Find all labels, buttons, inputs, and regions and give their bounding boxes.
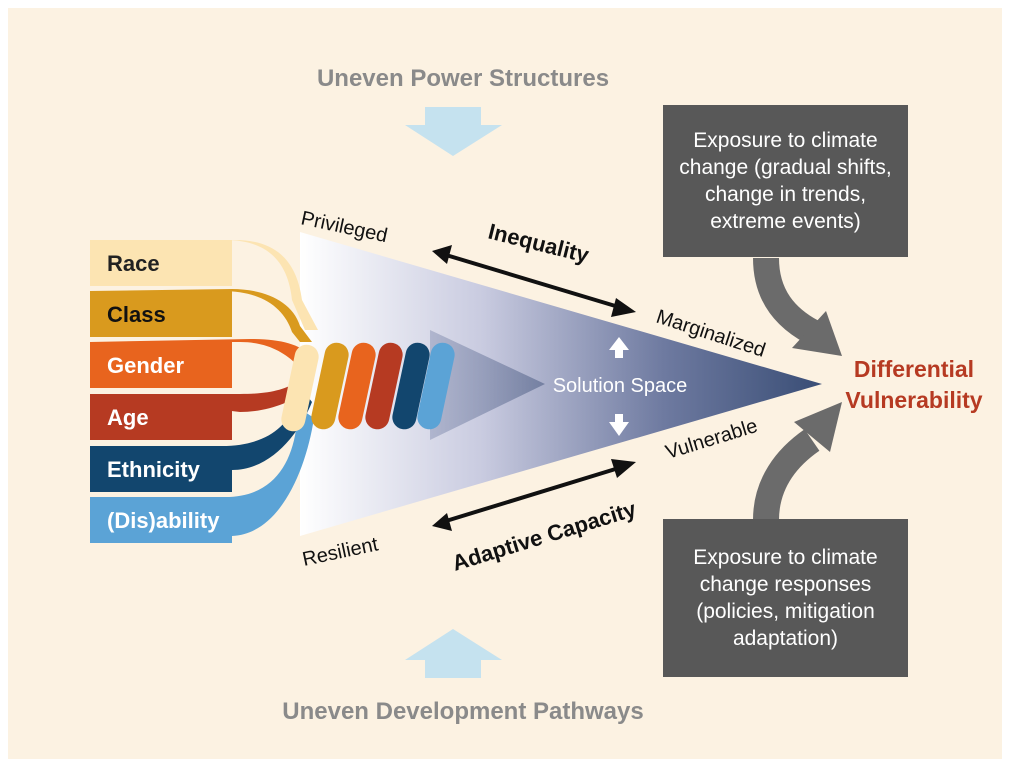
- rope-strand-race: [281, 344, 319, 432]
- solution-cone: [300, 232, 822, 536]
- up-arrow-icon: [609, 337, 629, 358]
- age-box: [90, 394, 232, 440]
- differential-label: Differential: [854, 356, 974, 382]
- disability-box: [90, 497, 232, 543]
- exposure-top-line-2: change (gradual shifts,: [679, 156, 892, 179]
- exposure-bottom-line-1: Exposure to climate: [693, 546, 878, 569]
- rope: [281, 342, 455, 432]
- age-label: Age: [107, 405, 149, 430]
- bottom-curved-arrowhead: [794, 402, 842, 452]
- resilient-label: Resilient: [300, 533, 380, 571]
- strand-labels: Race Class Gender Age Ethnicity (Dis)abi…: [90, 240, 232, 543]
- race-box: [90, 240, 232, 286]
- exposure-bottom-line-2: change responses: [699, 573, 872, 596]
- exposure-top-line-3: change in trends,: [704, 183, 867, 206]
- rope-strand-ethnicity: [392, 342, 430, 430]
- inequality-label: Inequality: [486, 219, 592, 268]
- adaptive-capacity-arrow: [432, 459, 636, 531]
- class-box: [90, 291, 232, 337]
- bottom-label: Uneven Development Pathways: [282, 698, 643, 725]
- gender-label: Gender: [107, 353, 184, 378]
- vulnerability-label: Vulnerability: [845, 387, 982, 413]
- rope-strand-age: [365, 342, 403, 430]
- disability-label: (Dis)ability: [107, 508, 220, 533]
- gender-box: [90, 342, 232, 388]
- inequality-arrow: [432, 245, 636, 317]
- ethnicity-label: Ethnicity: [107, 457, 201, 482]
- exposure-top-line-4: extreme events): [710, 210, 861, 233]
- exposure-bottom-line-4: adaptation): [732, 627, 839, 650]
- top-label: Uneven Power Structures: [317, 65, 609, 92]
- ethnicity-box: [90, 446, 232, 492]
- race-label: Race: [107, 251, 160, 276]
- top-pressure-arrow: [405, 107, 502, 156]
- exposure-responses-box: Exposure to climate change responses (po…: [663, 519, 908, 677]
- top-curved-arrow: [753, 257, 819, 344]
- bottom-curved-arrow: [753, 429, 820, 521]
- exposure-climate-change-box: Exposure to climate change (gradual shif…: [663, 105, 908, 257]
- rope-strand-disability: [417, 342, 455, 430]
- exposure-bottom-line-3: (policies, mitigation: [696, 600, 875, 623]
- solution-space-label: Solution Space: [553, 375, 688, 397]
- bottom-pressure-arrow: [405, 629, 502, 678]
- class-label: Class: [107, 302, 166, 327]
- down-arrow-icon: [609, 414, 629, 436]
- rope-strand-gender: [338, 342, 376, 430]
- rope-strand-class: [311, 342, 349, 430]
- inner-cone-arrow: [430, 330, 545, 440]
- exposure-top-line-1: Exposure to climate: [693, 129, 878, 152]
- top-curved-arrowhead: [792, 311, 842, 356]
- adaptive-capacity-label: Adaptive Capacity: [449, 496, 639, 576]
